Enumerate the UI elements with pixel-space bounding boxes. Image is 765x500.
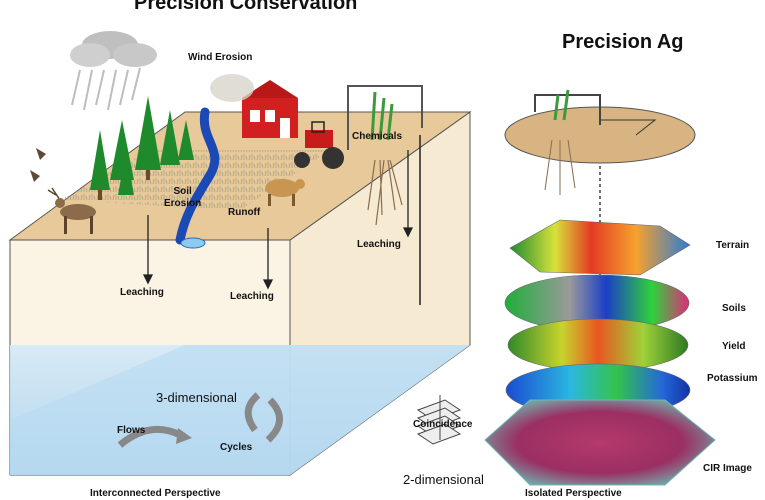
layer-label-cir-image: CIR Image: [703, 463, 752, 474]
stream: [175, 107, 220, 245]
label-chemicals: Chemicals: [352, 131, 403, 142]
label-cycles: Cycles: [220, 442, 253, 453]
rain-cloud: [70, 31, 157, 111]
fish-pond: [180, 237, 206, 249]
layer-label-soils: Soils: [722, 303, 746, 314]
disc-corn: [553, 89, 570, 121]
layer-label-potassium: Potassium: [707, 373, 758, 384]
layer-terrain: [509, 219, 691, 276]
tractor: [294, 121, 344, 169]
birds: [30, 148, 46, 182]
conservation-block: [8, 31, 472, 476]
label-coincidence: Coincidence: [413, 419, 473, 430]
label-soil-erosion: Soil Erosion: [164, 186, 202, 209]
label-wind-erosion: Wind Erosion: [188, 52, 253, 63]
layer-label-yield: Yield: [722, 341, 746, 352]
tree-cluster: [90, 96, 194, 200]
precision-ag-stack: [416, 89, 716, 486]
label-runoff: Runoff: [228, 207, 261, 218]
label-2-dimensional: 2-dimensional: [403, 472, 484, 487]
leaching-arrows: [142, 150, 414, 290]
label-3-dimensional: 3-dimensional: [156, 390, 237, 405]
barn: [242, 80, 298, 138]
label-leaching-1: Leaching: [120, 287, 164, 298]
dust-cloud: [210, 74, 254, 102]
layer-yield: [507, 318, 689, 372]
label-leaching-3: Leaching: [357, 239, 401, 250]
irrigation-frame: [347, 85, 423, 150]
label-leaching-2: Leaching: [230, 291, 274, 302]
cow: [265, 179, 305, 206]
label-flows: Flows: [117, 425, 146, 436]
layer-label-terrain: Terrain: [716, 240, 750, 251]
layer-cir-image: [484, 399, 716, 486]
caption-interconnected: Interconnected Perspective: [90, 488, 221, 499]
title-precision-ag: Precision Ag: [562, 31, 684, 53]
caption-isolated: Isolated Perspective: [525, 488, 622, 499]
flows-arrow: [117, 425, 192, 448]
coincidence-stack: [416, 395, 462, 445]
cycles-arrows: [244, 392, 283, 443]
title-precision-conservation: Precision Conservation: [134, 0, 358, 14]
corn-plants: [367, 91, 403, 226]
deer: [47, 187, 96, 234]
